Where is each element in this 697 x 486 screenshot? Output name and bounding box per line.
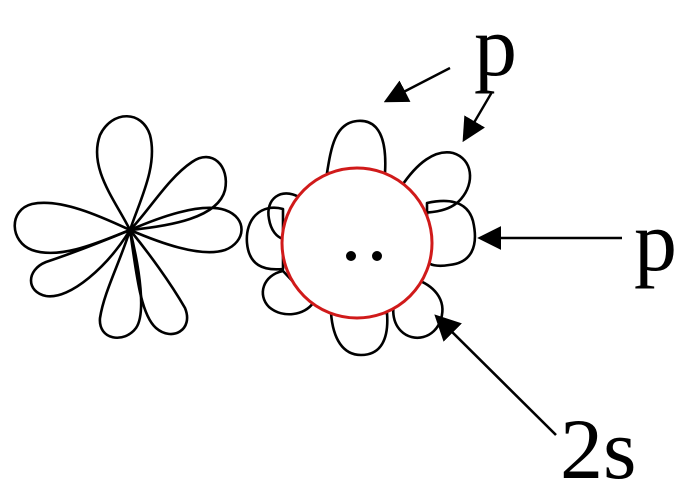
lobe-lower-right <box>128 228 189 336</box>
arrow-p-top-right <box>462 91 494 143</box>
lobe-left <box>13 201 132 255</box>
p-lobe-right <box>425 199 477 268</box>
right-atom-orbitals <box>245 119 477 357</box>
p-lobe-bottom <box>329 311 389 357</box>
p-lobe-top <box>325 119 387 175</box>
p-lobe-left-upper <box>267 192 301 241</box>
p-lobe-left <box>245 206 285 271</box>
lone-pair-dots <box>346 251 382 261</box>
lobe-right <box>128 206 243 254</box>
lobe-upper-right <box>128 155 228 232</box>
label-p-right: p <box>634 193 677 289</box>
lobe-lower-left <box>98 228 143 339</box>
electron-dot-2 <box>372 251 382 261</box>
label-2s: 2s <box>560 401 636 486</box>
arrow-p-top-left <box>383 66 451 103</box>
s-orbital-circle <box>280 166 434 320</box>
label-p-top: p <box>474 0 517 94</box>
p-lobe-bottom-left <box>261 269 315 316</box>
lobe-upper-left <box>95 114 154 232</box>
lobe-lower-left-wide <box>29 228 132 298</box>
left-atom-orbitals <box>13 114 243 339</box>
electron-dot-1 <box>346 251 356 261</box>
arrow-2s <box>434 314 557 436</box>
p-lobe-top-right <box>399 151 472 215</box>
